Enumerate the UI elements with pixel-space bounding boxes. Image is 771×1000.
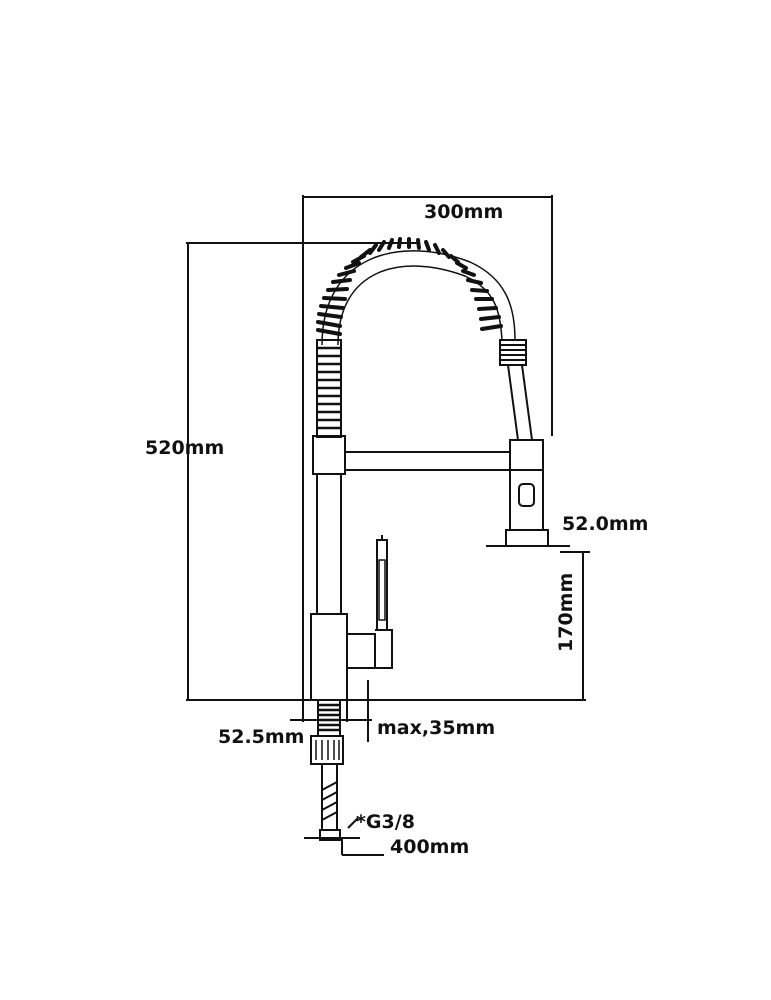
- mounting-nut: [310, 735, 344, 765]
- spray-head-body: [509, 469, 544, 531]
- handle-hub: [347, 633, 376, 669]
- under-deck-assembly: [304, 699, 384, 856]
- height-label: 520mm: [145, 437, 224, 459]
- spray-button: [518, 483, 535, 507]
- hose-length-label: 400mm: [390, 836, 469, 858]
- spray-hose-coil: [499, 339, 527, 366]
- handle-cap: [375, 629, 393, 669]
- base-block: [310, 613, 348, 701]
- column-collar: [312, 435, 346, 475]
- spout-arm: [345, 451, 510, 471]
- spray-head: [499, 339, 549, 547]
- column-tube: [316, 473, 342, 615]
- faucet-body: [310, 339, 393, 701]
- thread-label: *G3/8: [356, 811, 415, 833]
- width-label: 300mm: [424, 201, 503, 223]
- spray-outlet: [505, 529, 549, 547]
- base-leaders: [290, 680, 372, 742]
- spray-head-top: [509, 439, 544, 471]
- spout-diameter-label: 52.0mm: [562, 513, 648, 535]
- dimension-frame: [186, 195, 590, 701]
- base-diameter-label: 52.5mm: [218, 726, 304, 748]
- deck-thickness-label: max,35mm: [377, 717, 495, 739]
- spring-coil: [316, 237, 516, 346]
- hose-fitting: [319, 829, 341, 841]
- clearance-label: 170mm: [555, 573, 577, 652]
